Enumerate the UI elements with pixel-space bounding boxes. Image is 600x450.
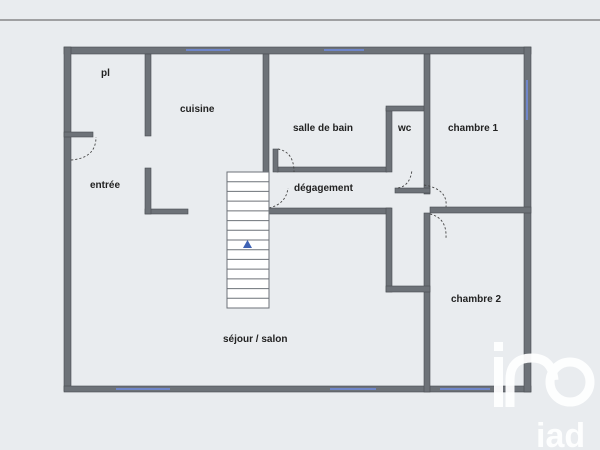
windows [116,49,528,390]
stair-arrow-icon [243,240,252,248]
room-label-sejour-salon: séjour / salon [223,334,287,345]
doors [70,136,447,239]
room-label-entree: entrée [90,180,120,191]
wall-pl-right [144,53,152,137]
logo-wordmark: iad [536,417,585,450]
logo-i-dot [494,342,503,351]
outer-wall-top [63,46,532,55]
door-pl [70,136,97,161]
wall-degagement-right [385,207,393,293]
wall-degagement-lower [268,207,392,215]
stair-steps [227,181,269,299]
walls [63,46,532,393]
wall-cuisine-right [262,53,270,173]
wall-sdb-door-jamb [272,148,279,173]
wall-wc-right [423,53,431,195]
wall-wc-bottom [394,187,431,194]
wall-chambre1-bottom [429,206,532,214]
door-sdb [277,148,295,173]
door-stair [268,187,289,209]
wall-sejour-corridor [385,285,431,293]
room-label-chambre-1: chambre 1 [448,123,498,134]
room-label-salle-de-bain: salle de bain [293,123,353,134]
room-label-cuisine: cuisine [180,104,215,115]
room-label-degagement: dégagement [294,183,354,194]
wall-wc-left [385,107,393,173]
room-label-pl: pl [101,68,110,79]
room-labels: pl cuisine salle de bain wc chambre 1 en… [90,68,501,345]
door-wc [397,169,413,189]
room-label-wc: wc [397,123,412,134]
room-label-chambre-2: chambre 2 [451,294,501,305]
outer-wall-left [63,46,72,392]
wall-cuisine-bottom [144,208,189,215]
wall-wc-top [385,105,427,112]
door-chambre2 [429,213,447,239]
iad-logo: iad [494,342,595,450]
wall-pl-bottom [63,131,94,138]
wall-cuisine-lower-left [144,167,152,215]
wall-chambre2-left [423,212,431,393]
logo-i-stem [494,357,503,407]
outer-wall-right [523,46,532,393]
staircase [226,171,270,309]
logo-o-ring [545,357,595,407]
